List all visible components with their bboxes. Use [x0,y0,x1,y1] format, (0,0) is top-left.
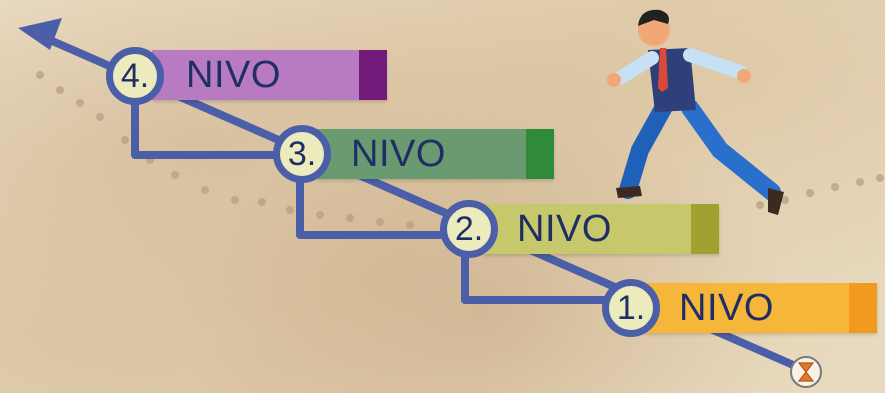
hourglass-icon [790,356,822,388]
step-bar-2: NIVO [483,204,719,254]
step-label-4: NIVO [186,53,281,96]
step-bar-4: NIVO [152,50,387,100]
arrow-head-icon [18,18,62,50]
dotted-trail [36,71,884,229]
step-cap-1 [849,283,877,333]
step-bar-1: NIVO [645,283,877,333]
step-number-3: 3. [273,125,331,183]
step-label-3: NIVO [351,132,446,175]
step-cap-4 [359,50,387,100]
running-businessman-figure [607,9,784,215]
step-number-2: 2. [440,200,498,258]
step-cap-2 [691,204,719,254]
step-number-1: 1. [602,279,660,337]
step-cap-3 [526,129,554,179]
step-bar-3: NIVO [317,129,554,179]
step-number-4: 4. [106,47,164,105]
step-label-2: NIVO [517,207,612,250]
step-label-1: NIVO [679,286,774,329]
